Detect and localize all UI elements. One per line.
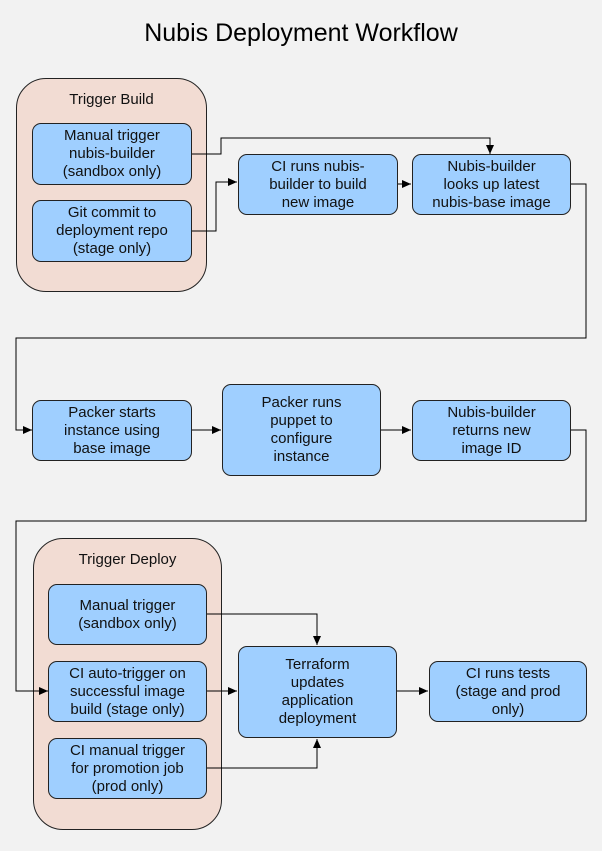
node-builder-returns: Nubis-builder returns new image ID [412, 400, 571, 461]
edge-ci-promo-to-terraform [207, 739, 321, 769]
node-packer-puppet: Packer runs puppet to configure instance [222, 384, 381, 476]
node-ci-manual-promotion: CI manual trigger for promotion job (pro… [48, 738, 207, 799]
node-manual-trigger-deploy: Manual trigger (sandbox only) [48, 584, 207, 645]
node-packer-starts: Packer starts instance using base image [32, 400, 192, 461]
node-builder-lookup: Nubis-builder looks up latest nubis-base… [412, 154, 571, 215]
edge-manual-build-to-lookup [192, 137, 494, 155]
edge-manual-deploy-to-terraform [207, 613, 321, 645]
diagram-title: Nubis Deployment Workflow [144, 19, 458, 47]
node-ci-auto-trigger: CI auto-trigger on successful image buil… [48, 661, 207, 722]
group-label-trigger-deploy: Trigger Deploy [78, 551, 177, 568]
node-ci-runs-tests: CI runs tests (stage and prod only) [429, 661, 587, 722]
node-terraform: Terraform updates application deployment [238, 646, 397, 738]
node-git-commit: Git commit to deployment repo (stage onl… [32, 200, 192, 262]
group-label-trigger-build: Trigger Build [69, 91, 154, 108]
node-manual-trigger-build: Manual trigger nubis-builder (sandbox on… [32, 123, 192, 185]
node-ci-runs-builder: CI runs nubis- builder to build new imag… [238, 154, 398, 215]
